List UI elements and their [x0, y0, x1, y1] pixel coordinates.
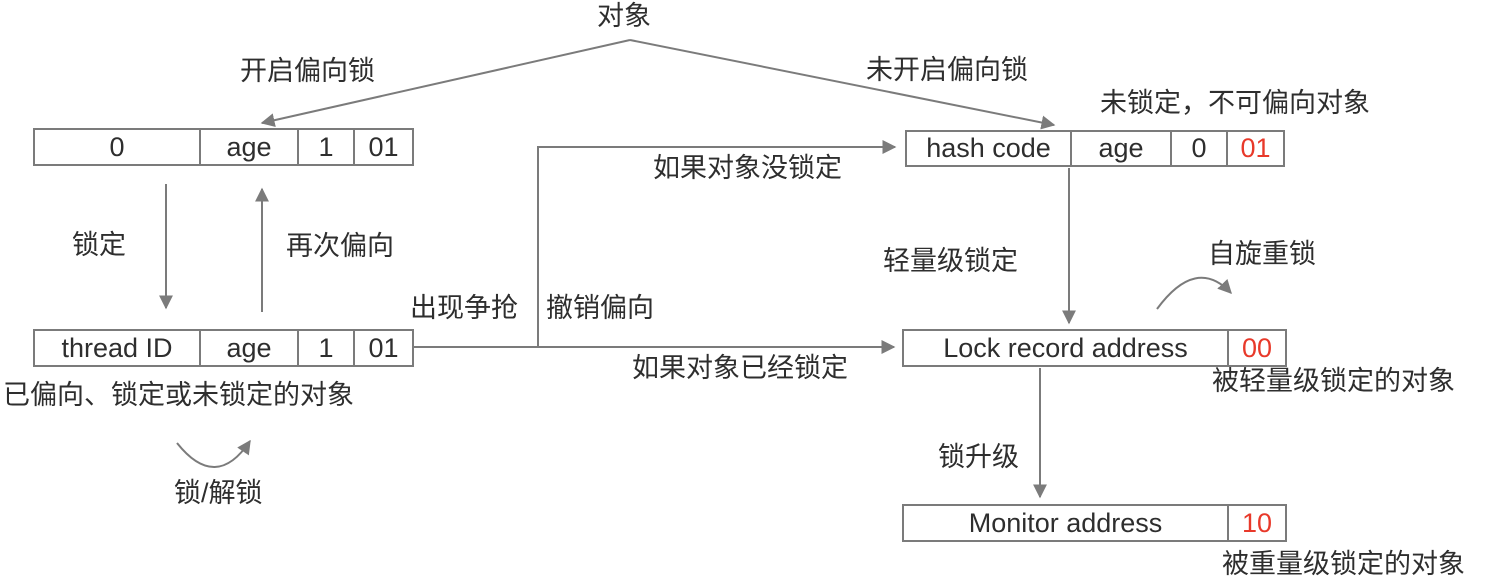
cell-thread-id: thread ID: [61, 332, 173, 363]
box-biased-header: thread ID age 1 01: [33, 329, 414, 367]
lightweight-lock-label: 轻量级锁定: [883, 246, 1018, 276]
box-biasable-header: 0 age 1 01: [33, 128, 414, 166]
lightweight-locked-caption: 被轻量级锁定的对象: [1212, 366, 1455, 396]
edge-lock-unlock-arc: [176, 439, 251, 468]
box-unbiasable-header: hash code age 0 01: [905, 130, 1285, 167]
cell-lock-bits: 00: [1227, 331, 1285, 365]
enable-biased-lock-label: 开启偏向锁: [240, 56, 375, 86]
lock-unlock-label: 锁/解锁: [174, 478, 263, 508]
cell-age: age: [199, 130, 297, 164]
box-heavyweight-header: Monitor address 10: [902, 504, 1287, 542]
contention-label: 出现争抢: [410, 293, 518, 323]
cell-biased-flag: 1: [297, 331, 353, 365]
unlocked-nonbiasable-caption: 未锁定，不可偏向对象: [1100, 88, 1370, 118]
revoke-bias-label: 撤销偏向: [546, 293, 654, 323]
cell-bias-thread: 0: [109, 131, 125, 162]
cell-lock-record-address: Lock record address: [943, 332, 1188, 363]
cell-hash-code: hash code: [926, 133, 1051, 163]
box-lightweight-header: Lock record address 00: [902, 329, 1287, 367]
if-locked-label: 如果对象已经锁定: [632, 353, 848, 383]
cell-age: age: [1070, 132, 1170, 165]
cell-lock-bits: 01: [353, 130, 412, 164]
biased-locked-unlocked-caption: 已偏向、锁定或未锁定的对象: [3, 380, 354, 410]
cell-age: age: [199, 331, 297, 365]
spin-relock-label: 自旋重锁: [1208, 239, 1316, 269]
disable-biased-lock-label: 未开启偏向锁: [866, 55, 1028, 85]
cell-lock-bits: 10: [1227, 506, 1285, 540]
cell-lock-bits: 01: [1226, 132, 1283, 165]
edge-spin-relock-arc: [1156, 276, 1232, 310]
if-not-locked-label: 如果对象没锁定: [653, 153, 842, 183]
lock-label: 锁定: [72, 230, 126, 260]
cell-biased-flag: 0: [1170, 132, 1226, 165]
rebias-label: 再次偏向: [286, 231, 394, 261]
cell-lock-bits: 01: [353, 331, 412, 365]
heavyweight-locked-caption: 被重量级锁定的对象: [1222, 549, 1465, 579]
cell-biased-flag: 1: [297, 130, 353, 164]
lock-upgrade-label: 锁升级: [938, 442, 1019, 472]
cell-monitor-address: Monitor address: [968, 507, 1163, 538]
object-node-label: 对象: [597, 1, 651, 31]
